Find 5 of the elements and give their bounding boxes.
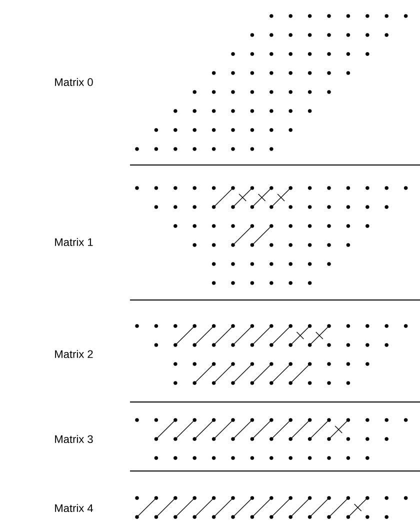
matrix-label: Matrix 2	[55, 350, 93, 358]
matrix-label: Matrix 4	[55, 504, 93, 512]
matrix-label: Matrix 3	[55, 434, 93, 444]
matrix-label: Matrix 0	[55, 78, 93, 86]
matrix-label: Matrix 1	[55, 238, 93, 246]
